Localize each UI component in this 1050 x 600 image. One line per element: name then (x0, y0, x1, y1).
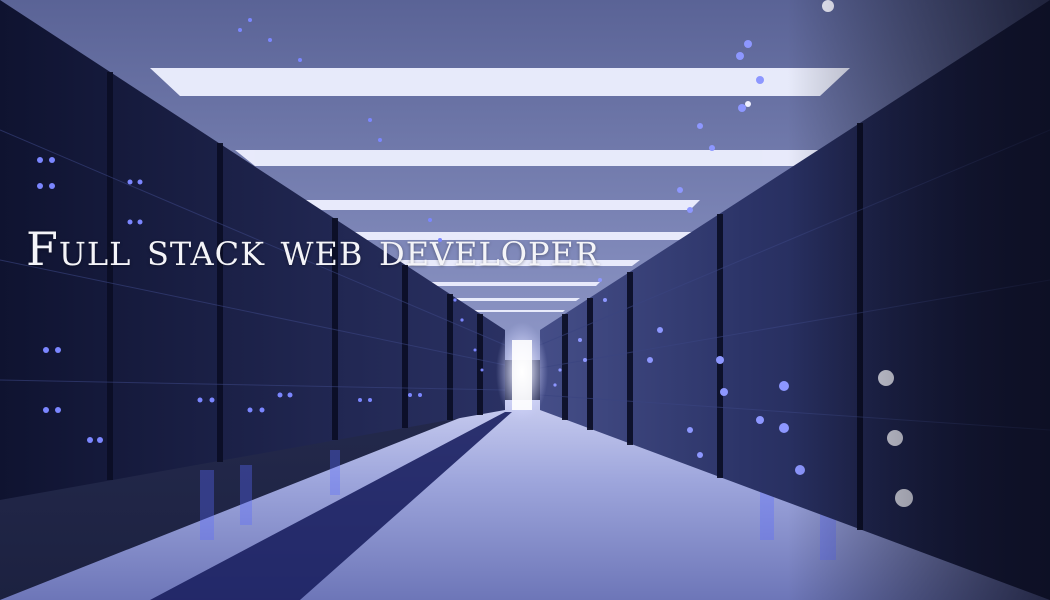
hero-title: Full stack web developer (26, 222, 600, 276)
